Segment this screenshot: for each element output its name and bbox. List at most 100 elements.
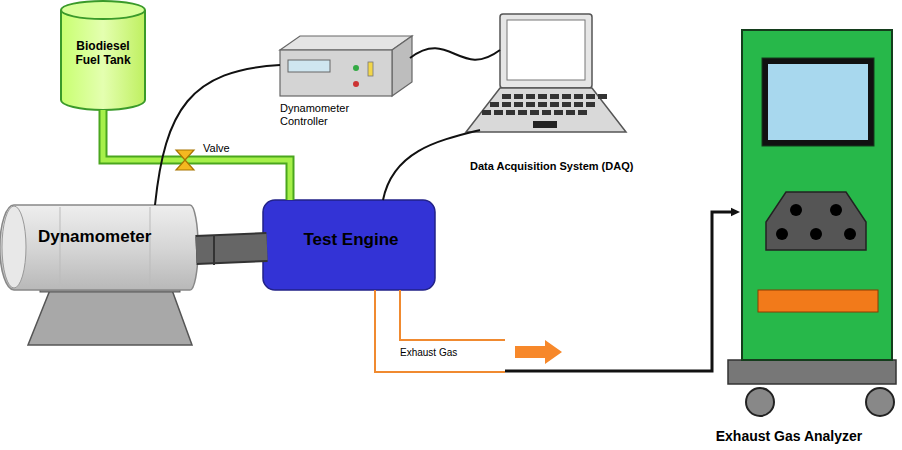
node-label: Dynamometer Controller (280, 102, 390, 127)
drawing-circle (866, 388, 894, 416)
drawing-rect (533, 121, 557, 128)
fuel-tank-node: Biodiesel Fuel Tank (60, 2, 146, 110)
exhaust-pipe (375, 290, 505, 372)
keyboard-key (562, 102, 571, 107)
connector (103, 110, 290, 200)
drawing-line (60, 207, 61, 288)
connector (155, 65, 280, 205)
keyboard-key (502, 94, 511, 99)
drawing-polygon (766, 192, 866, 250)
drawing-rect (280, 50, 392, 96)
drawing-ellipse (2, 206, 26, 288)
drawing-circle (830, 204, 842, 216)
node-label: Exhaust Gas Analyzer (680, 428, 898, 444)
part-label: Valve (203, 142, 230, 154)
keyboard-key (578, 110, 587, 115)
connector (375, 208, 740, 372)
keyboard-key (554, 110, 563, 115)
keyboard-key (542, 110, 551, 115)
drawing-rect (728, 360, 896, 384)
node-label: Test Engine (273, 230, 429, 250)
shaft-outline (196, 247, 267, 250)
keyboard-key (514, 102, 523, 107)
keyboard-key (494, 110, 503, 115)
engine-block (263, 200, 435, 290)
node-label: Data Acquisition System (DAQ) (470, 160, 674, 173)
fuel-line-outline (103, 110, 290, 200)
controller-node: Dynamometer Controller (278, 30, 418, 130)
drawing-rect (762, 58, 874, 146)
valve-symbol (176, 150, 194, 170)
signal-wire (383, 130, 480, 200)
drawing-path (0, 205, 198, 290)
drawing-polygon (28, 290, 192, 345)
drawing-circle (353, 81, 359, 87)
drawing-circle (353, 65, 359, 71)
drawing-rect (288, 60, 330, 72)
keyboard-key (490, 102, 499, 107)
drawing-circle (810, 228, 822, 240)
drawing-polygon (466, 88, 626, 132)
drawing-rect (368, 62, 373, 76)
keyboard-key (574, 94, 583, 99)
node-label: Biodiesel Fuel Tank (64, 40, 142, 68)
keyboard-key (550, 102, 559, 107)
connector (196, 235, 267, 265)
signal-wire (410, 48, 500, 59)
keyboard-key (562, 94, 571, 99)
keyboard-key (526, 94, 535, 99)
keyboard-key (514, 94, 523, 99)
exhaust-pipe (400, 290, 505, 340)
controller-device (280, 36, 412, 96)
keyboard-key (538, 94, 547, 99)
drawing-path (61, 10, 145, 110)
keyboard-key (574, 102, 583, 107)
keyboard-key (502, 102, 511, 107)
shaft-coupling (213, 235, 215, 265)
drawing-polygon (392, 36, 412, 96)
drawing-rect (768, 64, 868, 140)
keyboard-key (550, 94, 559, 99)
arrow-head (731, 208, 740, 217)
keyboard-key (530, 110, 539, 115)
keyboard-key (598, 94, 607, 99)
drawing-rect (758, 290, 878, 312)
laptop (466, 14, 626, 132)
drawing-circle (746, 388, 774, 416)
keyboard-key (538, 102, 547, 107)
drawing-circle (776, 228, 788, 240)
connector (383, 130, 480, 200)
connector (410, 48, 500, 59)
keyboard-key (526, 102, 535, 107)
analyzer-node: Exhaust Gas Analyzer (680, 30, 898, 448)
drive-shaft (196, 247, 267, 250)
keyboard-key (482, 110, 491, 115)
daq-node: Data Acquisition System (DAQ) (466, 8, 676, 174)
drawing-circle (844, 228, 856, 240)
flow-arrow (515, 340, 562, 364)
drawing-polygon (280, 36, 412, 50)
fuel-tank (61, 1, 145, 110)
dynamometer-body (0, 205, 198, 345)
drawing-circle (790, 204, 802, 216)
drawing-polygon (176, 150, 194, 170)
drawing-line (150, 207, 151, 288)
keyboard-key (506, 110, 515, 115)
drawing-rect (500, 14, 592, 88)
sample-hose (505, 212, 732, 371)
keyboard-keys (482, 94, 607, 115)
engine-node: Test Engine (263, 200, 435, 290)
dynamometer-node: Dynamometer (0, 205, 196, 290)
edge-label: Exhaust Gas (398, 347, 459, 358)
keyboard-key (586, 102, 595, 107)
keyboard-key (518, 110, 527, 115)
gas-analyzer-cart (728, 30, 896, 416)
keyboard-key (566, 110, 575, 115)
drawing-rect (742, 30, 892, 360)
drawing-rect (507, 20, 585, 80)
node-label: Dynamometer (38, 227, 188, 247)
